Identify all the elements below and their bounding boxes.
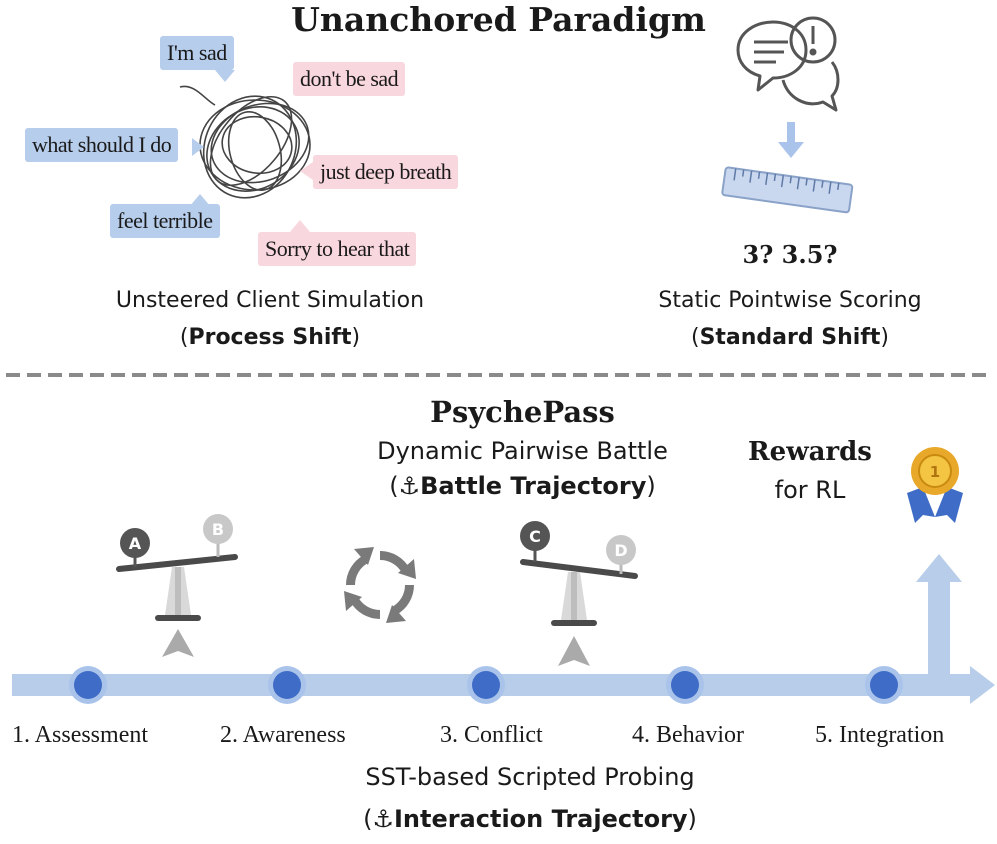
counselor-bubble: just deep breath	[313, 155, 459, 189]
right-caption-subtitle: (Standard Shift)	[690, 325, 890, 350]
timeline-node	[467, 666, 505, 704]
stage-label: 2. Awareness	[220, 722, 346, 748]
medal-number: 1	[930, 463, 940, 481]
option-a-label: A	[129, 534, 142, 553]
top-title: Unanchored Paradigm	[291, 0, 706, 39]
tangled-scribble-icon	[179, 85, 311, 199]
left-caption-title: Unsteered Client Simulation	[115, 288, 425, 313]
client-bubble: what should I do	[25, 128, 179, 162]
client-bubble: I'm sad	[160, 36, 234, 70]
balance-scale-icon: A B	[116, 514, 238, 657]
rewards-subtitle: for RL	[774, 476, 846, 504]
evaluation-speech-icon	[736, 16, 840, 112]
score-question: 3? 3.5?	[742, 240, 838, 269]
interaction-trajectory-label: (⚓Interaction Trajectory)	[363, 805, 697, 833]
rewards-title: Rewards	[748, 437, 872, 467]
bottom-subtitle: Dynamic Pairwise Battle	[377, 437, 668, 465]
timeline	[12, 554, 995, 704]
left-caption-subtitle: (Process Shift)	[179, 325, 361, 350]
option-d-label: D	[614, 541, 627, 560]
anchor-icon: ⚓	[398, 472, 421, 500]
option-c-label: C	[529, 527, 541, 546]
bubble-tail	[190, 194, 210, 206]
counselor-bubble: don't be sad	[293, 62, 406, 96]
section-divider	[6, 373, 991, 377]
ruler-icon	[721, 166, 854, 214]
timeline-node	[666, 666, 704, 704]
right-caption-title: Static Pointwise Scoring	[658, 288, 922, 313]
timeline-node	[268, 666, 306, 704]
battle-trajectory-label: (⚓Battle Trajectory)	[389, 472, 656, 500]
medal-icon: 1	[907, 447, 963, 523]
bubble-tail	[300, 162, 313, 180]
footer-title: SST-based Scripted Probing	[365, 763, 695, 791]
stage-label: 5. Integration	[815, 722, 945, 748]
stage-label: 1. Assessment	[12, 722, 149, 748]
down-arrow-icon	[778, 122, 804, 158]
bottom-title: PsychePass	[430, 395, 615, 429]
timeline-node	[69, 666, 107, 704]
stage-label: 4. Behavior	[632, 722, 744, 748]
anchor-icon: ⚓	[372, 805, 394, 833]
client-bubble: feel terrible	[110, 204, 220, 238]
timeline-node	[865, 666, 903, 704]
option-b-label: B	[212, 520, 224, 539]
bubble-tail	[192, 138, 204, 156]
cycle-arrows-icon	[344, 547, 416, 623]
bubble-tail	[290, 220, 310, 232]
balance-scale-icon: C D	[520, 521, 638, 666]
bubble-tail	[215, 70, 235, 82]
stage-label: 3. Conflict	[440, 722, 543, 748]
counselor-bubble: Sorry to hear that	[258, 232, 417, 266]
